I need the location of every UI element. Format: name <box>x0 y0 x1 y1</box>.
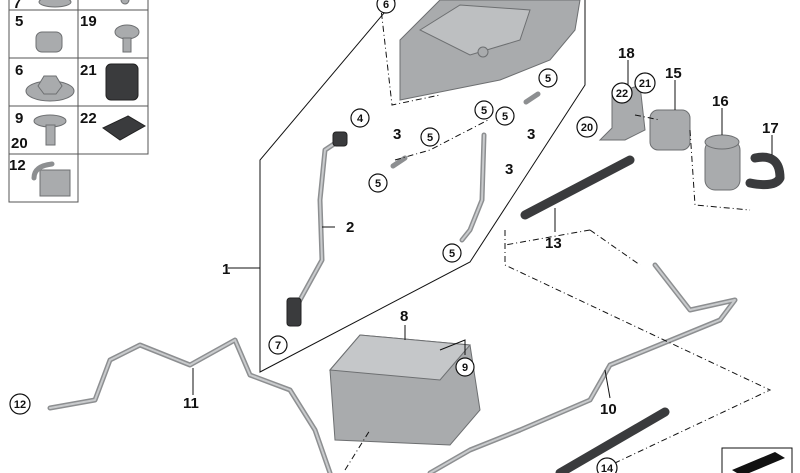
grid-label: 6 <box>15 62 23 79</box>
part-top-right-icon <box>120 0 130 5</box>
circled-callout-20: 20 <box>581 122 593 134</box>
collar-nut-icon <box>25 75 75 102</box>
grid-label: 21 <box>80 62 97 79</box>
pipe-10 <box>427 262 738 473</box>
part-7-icon <box>38 0 72 8</box>
callout-10: 10 <box>600 401 617 418</box>
circled-callout-5: 5 <box>427 132 433 144</box>
circled-callout-7: 7 <box>275 340 281 352</box>
orientation-symbol-icon <box>721 447 793 473</box>
callout-11: 11 <box>183 395 199 412</box>
grid-label: 7 <box>13 0 21 12</box>
grid-label: 9 <box>15 110 23 127</box>
cable-clip-icon <box>31 161 71 197</box>
screw-icon <box>114 24 140 53</box>
hex-bolt-icon <box>33 114 67 146</box>
callout-17: 17 <box>762 120 779 137</box>
carbon-canister <box>328 334 481 446</box>
circled-callout-5: 5 <box>545 73 551 85</box>
circled-callout-21: 21 <box>639 78 651 90</box>
callout-3: 3 <box>393 126 401 143</box>
hose-clamp-icon <box>35 31 63 53</box>
circled-callout-12: 12 <box>14 399 26 411</box>
grid-label: 20 <box>11 135 28 152</box>
callout-18: 18 <box>618 45 635 62</box>
circled-callout-5: 5 <box>449 248 455 260</box>
parts-grid: 7 5 19 6 21 9 20 22 12 <box>8 0 149 203</box>
rubber-mount-icon <box>105 63 139 101</box>
hose-13 <box>520 155 635 220</box>
grid-label: 19 <box>80 13 97 30</box>
circled-callout-4: 4 <box>357 113 364 125</box>
circled-callouts: 6 4 5 5 5 5 5 5 7 9 12 14 20 21 22 <box>9 0 656 473</box>
callouts: 1 2 3 3 3 8 10 11 13 15 16 17 18 <box>183 45 779 418</box>
circled-callout-9: 9 <box>462 362 468 374</box>
filter-16 <box>704 134 741 191</box>
hose-2 <box>289 137 343 323</box>
callout-3: 3 <box>505 161 513 178</box>
callout-15: 15 <box>665 65 682 82</box>
expansion-tank <box>399 0 581 101</box>
grid-label: 12 <box>9 157 26 174</box>
callout-1: 1 <box>222 261 230 278</box>
callout-2: 2 <box>346 219 354 236</box>
callout-3: 3 <box>527 126 535 143</box>
circled-callout-14: 14 <box>601 463 614 473</box>
circled-callout-5: 5 <box>481 105 487 117</box>
hose-17 <box>745 152 785 190</box>
callout-8: 8 <box>400 308 408 325</box>
rubber-pad-icon <box>102 115 147 141</box>
circled-callout-5: 5 <box>375 178 381 190</box>
callout-16: 16 <box>712 93 729 110</box>
grid-label: 5 <box>15 13 23 30</box>
callout-13: 13 <box>545 235 562 252</box>
circled-callout-6: 6 <box>383 0 389 11</box>
valve-15 <box>649 109 691 151</box>
grid-label: 22 <box>80 110 97 127</box>
assembly-frame <box>259 0 586 373</box>
circled-callout-22: 22 <box>616 88 628 100</box>
circled-callout-5: 5 <box>502 111 508 123</box>
